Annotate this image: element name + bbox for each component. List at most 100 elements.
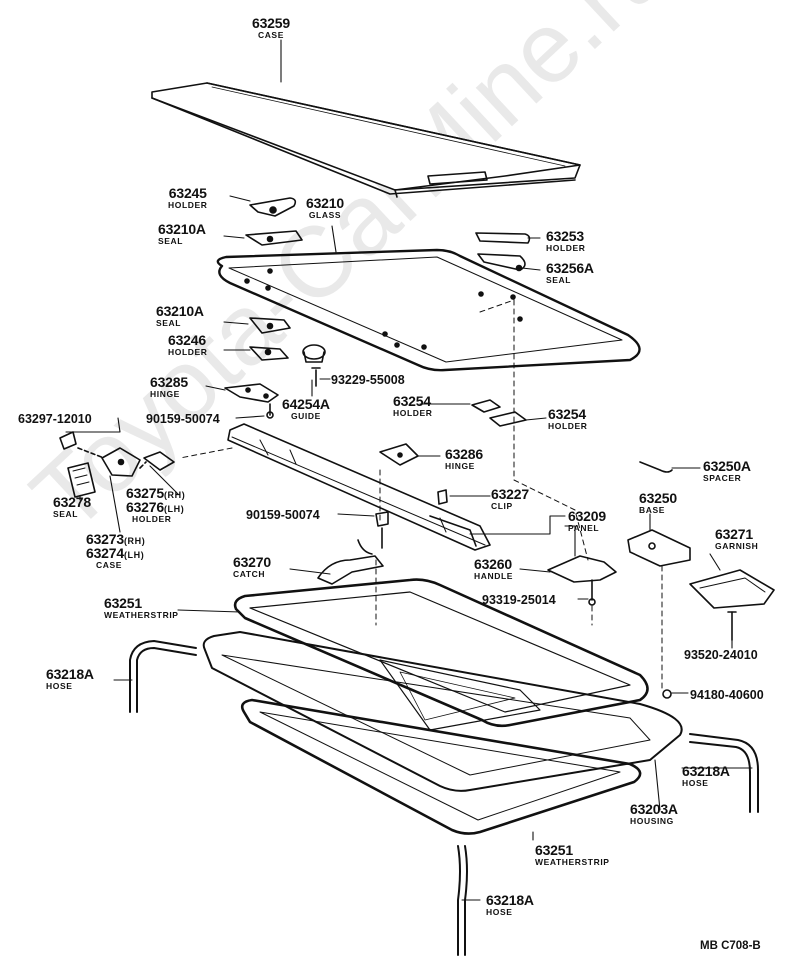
glass-part-drawing [216,248,641,372]
part-name: HANDLE [474,571,514,581]
assembly-lines [179,299,663,691]
nut-drawing [662,689,672,699]
leader-lines [65,39,753,901]
part-number: 63210A [156,303,204,319]
part-number: 63297-12010 [18,412,92,426]
label-63210A-mid: 63210A SEAL [156,304,204,328]
label-63275-63276: 63275(RH) 63276(LH) HOLDER [126,486,185,524]
label-63203A: 63203A HOUSING [630,802,678,826]
part-number: 63245 [168,185,207,201]
part-number: 94180-40600 [690,688,764,702]
label-63251-top: 63251 WEATHERSTRIP [104,596,179,620]
label-63278: 63278 SEAL [53,495,91,519]
label-63271: 63271 GARNISH [715,527,758,551]
part-name: BASE [639,505,666,515]
part-number: 63251 [104,595,142,611]
label-90159-b: 90159-50074 [246,507,320,523]
part-name: SEAL [158,236,184,246]
catch-drawing [317,539,384,585]
part-number: 63278 [53,494,91,510]
part-number: 63218A [486,892,534,908]
case-part-drawing [151,82,581,198]
garnish-drawing [689,569,775,641]
part-number: 63285 [150,374,188,390]
part-number: 63246 [168,332,206,348]
part-number: 63218A [682,763,730,779]
glass-holders-drawing [245,197,531,387]
label-63285: 63285 HINGE [150,375,188,399]
label-63297: 63297-12010 [18,411,92,427]
part-name: CASE [96,560,123,570]
label-63259: 63259 CASE [252,16,290,40]
part-name: HOSE [46,681,73,691]
part-name: HOLDER [132,514,172,524]
label-63286: 63286 HINGE [445,447,483,471]
part-name: GUIDE [290,411,321,421]
label-63273-63274: 63273(RH) 63274(LH) CASE [86,532,145,570]
part-name: GLASS [308,210,342,220]
part-name: HOLDER [546,243,586,253]
part-number: 63271 [715,526,753,542]
label-90159-a: 90159-50074 [146,411,220,427]
part-name: PANEL [568,523,600,533]
part-number: 63275 [126,485,164,501]
part-suffix: (RH) [163,490,186,500]
part-name: HOSE [682,778,709,788]
part-name: SEAL [546,275,572,285]
label-63227: 63227 CLIP [491,487,529,511]
label-63209: 63209 PANEL [568,509,606,533]
part-name: SPACER [703,473,742,483]
part-number: 93319-25014 [482,593,556,607]
part-number: 63254 [548,406,586,422]
part-name: HOLDER [168,200,208,210]
part-number: 90159-50074 [146,412,220,426]
part-number: 93520-24010 [684,648,758,662]
holders-63254-drawing [471,399,527,427]
diagram-code-text: MB C708-B [700,940,761,952]
weatherstrip-top-drawing [233,578,649,728]
part-number: 63273 [86,531,124,547]
clip-drawing [375,489,448,549]
diagram-code: MB C708-B [700,937,761,953]
part-name: HOLDER [393,408,433,418]
label-63260: 63260 HANDLE [474,557,513,581]
hoses-drawing [129,640,759,956]
part-name: GARNISH [715,541,759,551]
part-number: 63251 [535,842,573,858]
label-93319: 93319-25014 [482,592,556,608]
hinge-63285-drawing [224,383,279,419]
part-number: 63210 [306,195,344,211]
part-name: SEAL [53,509,79,519]
part-number: 63286 [445,446,483,462]
label-63246: 63246 HOLDER [168,333,208,357]
part-name: HOUSING [630,816,674,826]
part-number: 63209 [568,508,606,524]
part-number: 63276 [126,499,164,515]
panel-drawing [227,423,491,551]
label-93520: 93520-24010 [684,647,758,663]
housing-drawing [202,631,683,792]
label-63218A-right: 63218A HOSE [682,764,730,788]
label-63250: 63250 BASE [639,491,677,515]
weatherstrip-bottom-drawing [240,698,642,835]
part-name: WEATHERSTRIP [535,857,610,867]
part-name: CATCH [233,569,266,579]
label-63218A-left: 63218A HOSE [46,667,94,691]
part-number: 63253 [546,228,584,244]
base-drawing [627,461,691,567]
part-number: 93229-55008 [331,373,405,387]
part-number: 63270 [233,554,271,570]
part-name: CASE [257,30,284,40]
handle-drawing [547,555,617,606]
part-number: 63254 [393,393,431,409]
left-small-parts-drawing [59,431,175,498]
label-63254-a: 63254 HOLDER [393,394,433,418]
label-63210: 63210 GLASS [306,196,344,220]
part-name: CLIP [491,501,513,511]
label-63210A-top: 63210A SEAL [158,222,206,246]
part-number: 63259 [252,15,290,31]
label-63270: 63270 CATCH [233,555,271,579]
label-93229: 93229-55008 [331,372,405,388]
part-name: SEAL [156,318,182,328]
